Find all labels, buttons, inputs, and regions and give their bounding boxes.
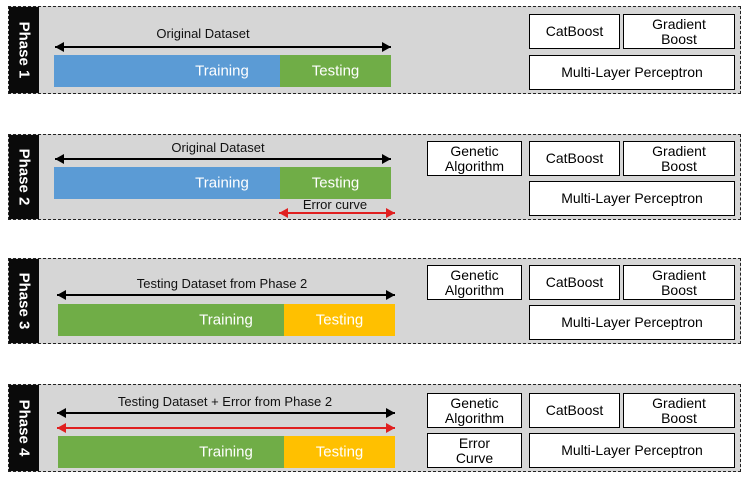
phase-2-genetic-algorithm-box: Genetic Algorithm: [427, 141, 522, 176]
phase-4-mlp-box: Multi-Layer Perceptron: [529, 433, 735, 468]
phase-3-label: Phase 3: [15, 272, 33, 330]
phase-3-gradient-boost-box: Gradient Boost: [623, 265, 735, 300]
phase-2-gradient-boost-box: Gradient Boost: [623, 141, 735, 176]
phase-2-panel: Phase 2 Original Dataset Training Testin…: [8, 134, 741, 220]
phase-4-error-arrow: [57, 423, 395, 433]
phase-2-label-block: Phase 2: [9, 135, 39, 219]
phase-2-label: Phase 2: [15, 148, 33, 206]
phase-1-arrow-label: Original Dataset: [156, 26, 250, 41]
phase-4-label: Phase 4: [15, 399, 33, 457]
phase-4-training-label: Training: [199, 443, 253, 461]
phase-2-training-label: Training: [195, 174, 249, 192]
phase-1-catboost-box: CatBoost: [529, 14, 620, 49]
phase-1-training-bar: Training: [54, 55, 280, 87]
phase-4-error-curve-box: Error Curve: [427, 433, 522, 468]
phase-1-mlp-box: Multi-Layer Perceptron: [529, 55, 735, 90]
phase-2-error-curve-arrow: [279, 208, 395, 218]
phase-1-testing-label: Testing: [311, 62, 360, 80]
phase-2-arrow-label: Original Dataset: [171, 140, 265, 155]
phase-2-testing-bar: Testing: [280, 167, 391, 199]
phase-2-training-bar: Training: [54, 167, 280, 199]
phase-3-dataset-arrow: [57, 290, 395, 300]
phase-3-arrow-label: Testing Dataset from Phase 2: [136, 276, 308, 291]
phase-1-panel: Phase 1 Original Dataset Training Testin…: [8, 6, 741, 94]
phase-1-testing-bar: Testing: [280, 55, 391, 87]
phase-3-panel: Phase 3 Testing Dataset from Phase 2 Tra…: [8, 258, 741, 344]
phase-2-testing-label: Testing: [311, 174, 360, 192]
phase-3-testing-bar: Testing: [284, 304, 395, 336]
phase-1-label-block: Phase 1: [9, 7, 39, 93]
phase-1-label: Phase 1: [15, 21, 33, 79]
phase-4-catboost-box: CatBoost: [529, 393, 620, 428]
phase-2-mlp-box: Multi-Layer Perceptron: [529, 181, 735, 216]
phase-4-testing-bar: Testing: [284, 436, 395, 468]
phase-2-dataset-arrow: [55, 154, 391, 164]
phase-3-label-block: Phase 3: [9, 259, 39, 343]
phase-4-arrow-label: Testing Dataset + Error from Phase 2: [117, 394, 333, 409]
phase-4-panel: Phase 4 Testing Dataset + Error from Pha…: [8, 384, 741, 472]
phase-4-gradient-boost-box: Gradient Boost: [623, 393, 735, 428]
phase-4-testing-label: Testing: [315, 443, 364, 461]
phase-2-error-curve-label: Error curve: [302, 197, 368, 212]
phase-3-genetic-algorithm-box: Genetic Algorithm: [427, 265, 522, 300]
phase-3-mlp-box: Multi-Layer Perceptron: [529, 305, 735, 340]
phase-1-dataset-arrow: [55, 42, 391, 52]
phase-1-training-label: Training: [195, 62, 249, 80]
phase-2-catboost-box: CatBoost: [529, 141, 620, 176]
phase-4-genetic-algorithm-box: Genetic Algorithm: [427, 393, 522, 428]
phase-4-label-block: Phase 4: [9, 385, 39, 471]
phase-3-training-label: Training: [199, 311, 253, 329]
phase-3-catboost-box: CatBoost: [529, 265, 620, 300]
phase-1-gradient-boost-box: Gradient Boost: [623, 14, 735, 49]
phase-4-training-bar: Training: [58, 436, 284, 468]
phase-3-training-bar: Training: [58, 304, 284, 336]
phase-3-testing-label: Testing: [315, 311, 364, 329]
phase-4-dataset-arrow: [57, 408, 395, 418]
